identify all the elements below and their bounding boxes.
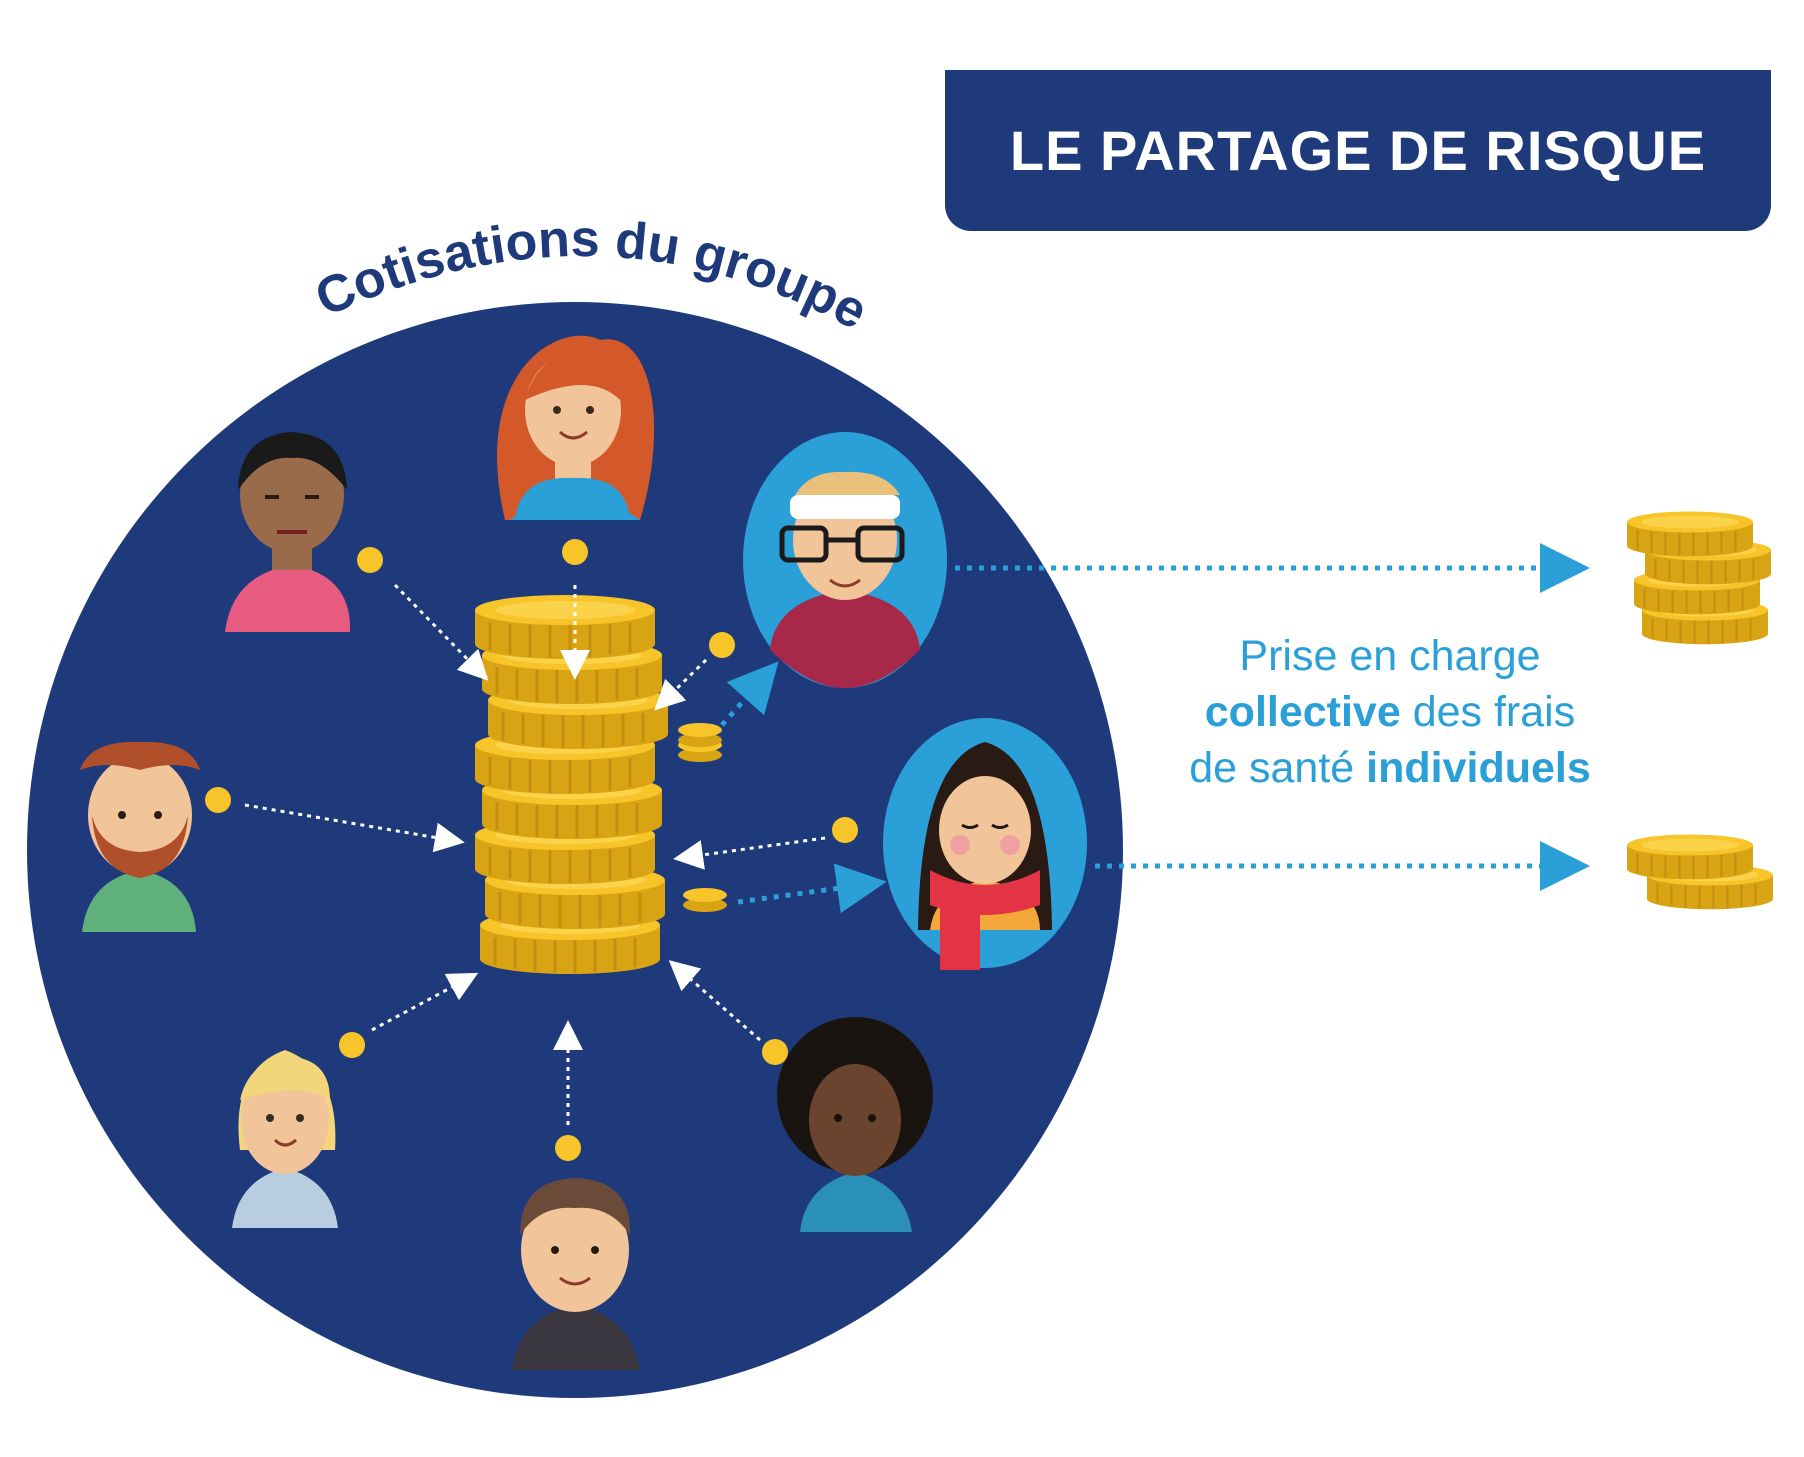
coin-icon [339, 1032, 365, 1058]
caption-bold-collective: collective [1204, 688, 1401, 736]
woman-blonde-avatar-icon [232, 1050, 338, 1228]
coin-icon [205, 787, 231, 813]
arrow-icon [654, 658, 708, 711]
woman-curly-hair-avatar-icon [777, 1017, 933, 1232]
caption-line-3: de santé individuels [1160, 740, 1620, 796]
arrow-icon [393, 583, 489, 681]
payout-arrows [720, 543, 1590, 914]
payout-coin-stack-icon [1625, 510, 1773, 646]
coin-icon [762, 1039, 788, 1065]
man-dark-skin-avatar-icon [225, 432, 351, 632]
coin-icon [709, 632, 735, 658]
page-title: LE PARTAGE DE RISQUE [1009, 119, 1707, 182]
small-coin-stack-icon [683, 888, 727, 912]
coin-pile-icon [473, 593, 670, 976]
caption-text: Prise en charge collective des frais de … [1160, 628, 1620, 796]
arrow-icon [720, 661, 779, 727]
payout-coin-stack-icon [1625, 833, 1775, 911]
caption-line-2: collective des frais [1160, 684, 1620, 740]
caption-line-3-regular: de santé [1189, 744, 1367, 792]
woman-sick-scarf-avatar-icon [883, 718, 1087, 970]
coin-icon [555, 1135, 581, 1161]
small-coins [205, 539, 858, 1161]
man-bearded-avatar-icon [80, 741, 200, 932]
caption-line-1: Prise en charge [1239, 632, 1541, 680]
small-coin-stack-icon [678, 723, 722, 762]
man-brown-hair-avatar-icon [512, 1178, 640, 1370]
title-banner: LE PARTAGE DE RISQUE [945, 70, 1771, 231]
coin-icon [562, 539, 588, 565]
woman-redhead-avatar-icon [497, 335, 655, 520]
man-injured-avatar-icon [743, 432, 947, 688]
arrow-icon [244, 803, 465, 853]
coin-icon [832, 817, 858, 843]
caption-bold-individuels: individuels [1366, 744, 1591, 792]
coin-icon [357, 547, 383, 573]
arrow-icon [737, 863, 887, 914]
contribution-arrows [244, 583, 826, 1125]
caption-line-2-rest: des frais [1400, 688, 1576, 736]
